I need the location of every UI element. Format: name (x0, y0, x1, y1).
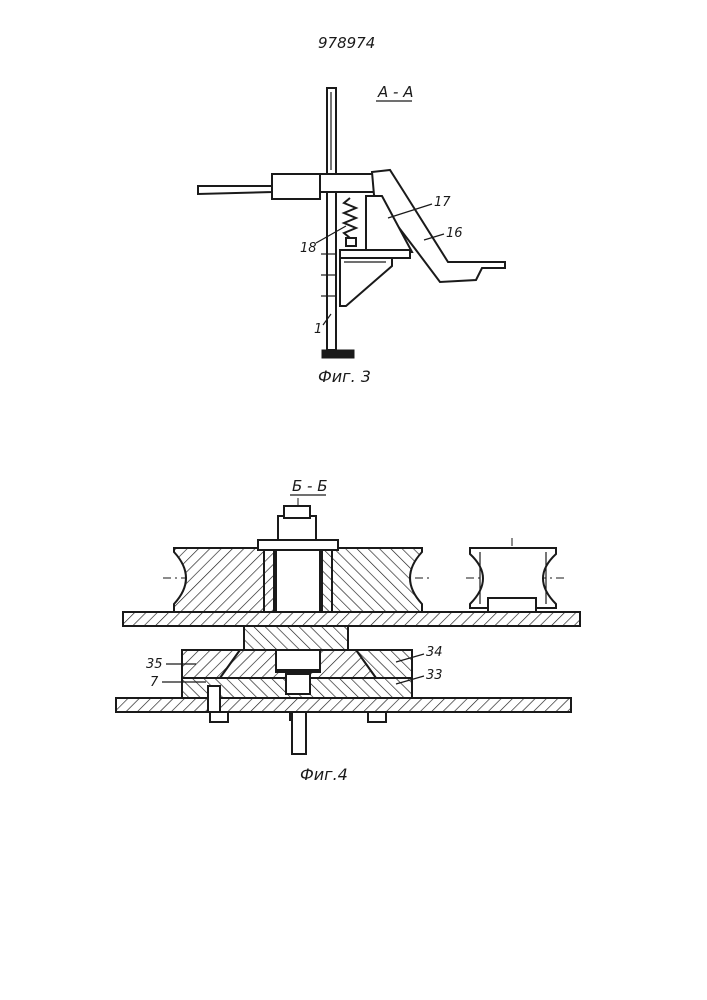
bolt-left-head (210, 712, 228, 722)
hub-wall-left (264, 550, 274, 614)
pulley-right-half (332, 548, 422, 612)
spring-18 (344, 198, 356, 238)
top-nut-cap (284, 506, 310, 518)
arm-sleeve (272, 174, 320, 199)
callout-33: 33 (426, 668, 443, 683)
figure-3: А - А 17 16 18 (198, 83, 505, 386)
bolt-right-head (368, 712, 386, 722)
support-bracket (340, 258, 392, 306)
fig4-caption: Фиг.4 (300, 765, 348, 784)
callout-34: 34 (426, 645, 443, 660)
shaft-foot (322, 350, 354, 358)
figure-4: Б - Б (116, 477, 580, 784)
callout-1: 1 (314, 322, 322, 337)
callout-16: 16 (446, 226, 463, 241)
upper-plate (123, 612, 580, 626)
fig4-section-label: Б - Б (292, 477, 328, 495)
central-spindle (276, 550, 320, 670)
hub-wall-right (322, 550, 332, 614)
callout-7: 7 (150, 675, 159, 690)
callout-35: 35 (146, 657, 163, 672)
shaft-extension (292, 712, 306, 754)
collar (244, 626, 348, 650)
fig3-section-label: А - А (377, 83, 413, 101)
callout-17: 17 (434, 195, 451, 210)
bottom-plate (116, 698, 571, 712)
roller-base (488, 598, 536, 612)
horizontal-arm (198, 186, 272, 194)
fig3-caption: Фиг. 3 (318, 367, 371, 386)
pulley-left-half (174, 548, 264, 612)
top-nut (278, 516, 316, 540)
bolt-left (208, 686, 220, 712)
support-plate (340, 250, 410, 258)
callout-18: 18 (300, 241, 317, 256)
hub-flange (258, 540, 338, 550)
patent-number: 978974 (318, 34, 375, 52)
center-boss (286, 674, 310, 694)
spring-cap (346, 238, 356, 246)
